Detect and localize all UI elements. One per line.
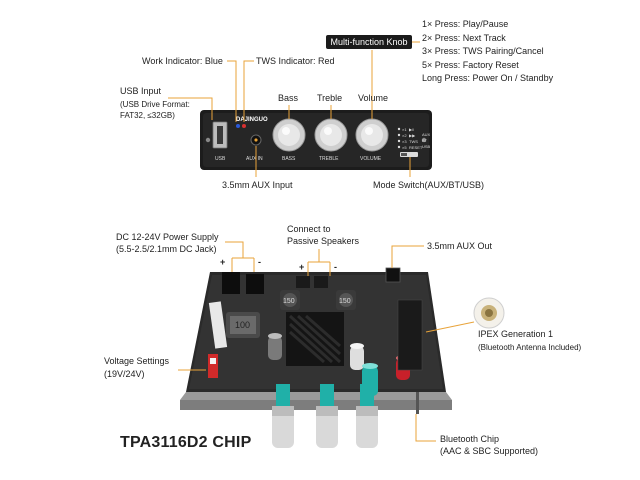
- power-supply-label: DC 12-24V Power Supply: [116, 232, 219, 242]
- front-panel: [200, 110, 432, 170]
- aux-out-label: 3.5mm AUX Out: [427, 241, 493, 251]
- ipex-sub: (Bluetooth Antenna Included): [478, 343, 582, 352]
- panel-treble-label: TREBLE: [319, 156, 339, 162]
- capacitor-white: [350, 343, 364, 370]
- board-knob-bass: [272, 384, 294, 448]
- voltage-settings-label: Voltage Settings: [104, 356, 170, 366]
- aux-out-jack: [385, 267, 401, 283]
- usb-format-line2: FAT32, ≤32GB): [120, 111, 175, 120]
- mode-switch-label: Mode Switch(AUX/BT/USB): [373, 180, 485, 190]
- panel-press-1: ×1: [402, 127, 407, 132]
- panel-press-label-4: RESET: [409, 145, 423, 150]
- inductor-label-b: 150: [339, 298, 351, 305]
- panel-bass-label: BASS: [282, 156, 296, 162]
- voltage-selector: [208, 354, 218, 378]
- ipex-label: IPEX Generation 1: [478, 329, 554, 339]
- panel-usb-switch: USB: [422, 144, 431, 149]
- press-action-item: Long Press: Power On / Standby: [422, 73, 554, 83]
- speaker-terminal-left: [296, 276, 310, 288]
- speaker-terminal-right: [314, 276, 328, 288]
- speaker-plus: +: [299, 262, 305, 272]
- speakers-sub: Passive Speakers: [287, 236, 360, 246]
- amplifier-board: [180, 267, 452, 448]
- board-knob-treble: [316, 384, 338, 448]
- panel-press-label-1: ▶‖: [409, 127, 414, 132]
- board-knob-volume: [356, 384, 378, 448]
- treble-knob: [314, 118, 348, 152]
- volume-label: Volume: [358, 93, 389, 103]
- bluetooth-module: [397, 299, 423, 371]
- panel-aux-label: AUX IN: [246, 156, 263, 162]
- bass-knob: [272, 118, 306, 152]
- treble-label: Treble: [317, 93, 343, 103]
- bluetooth-chip-label: Bluetooth Chip: [440, 434, 500, 444]
- voltage-settings-sub: (19V/24V): [104, 369, 145, 379]
- power-supply-sub: (5.5-2.5/2.1mm DC Jack): [116, 244, 217, 254]
- speaker-minus: -: [334, 262, 337, 272]
- press-action-item: 1× Press: Play/Pause: [422, 19, 509, 29]
- panel-press-label-2: ▶▶: [409, 133, 416, 138]
- usb-format-line1: (USB Drive Format:: [120, 100, 190, 109]
- panel-press-3: ×3: [402, 139, 407, 144]
- inductor-150-b: [336, 290, 356, 310]
- tws-indicator-label: TWS Indicator: Red: [256, 56, 335, 66]
- dc-jack: [222, 272, 240, 294]
- work-indicator-led: [236, 124, 240, 128]
- panel-press-label-3: TWS: [409, 139, 418, 144]
- chip-title: TPA3116D2 CHIP: [120, 434, 252, 451]
- panel-press-2: ×2: [402, 133, 407, 138]
- panel-press-5: ×5: [402, 145, 407, 150]
- inductor-label-big: 100: [235, 320, 250, 330]
- capacitor-grey: [268, 333, 282, 360]
- top-leader-lines: [168, 41, 420, 177]
- inductor-150-a: [280, 290, 300, 310]
- inductor-100: [226, 312, 260, 338]
- usb-input-label: USB Input: [120, 86, 162, 96]
- panel-usb-label: USB: [215, 156, 226, 162]
- panel-bt-switch: BT: [422, 138, 428, 143]
- press-action-item: 3× Press: TWS Pairing/Cancel: [422, 46, 544, 56]
- multi-function-knob-badge: Multi-function Knob: [326, 35, 412, 49]
- aux-input-label: 3.5mm AUX Input: [222, 180, 293, 190]
- ipex-antenna-inset: [473, 297, 505, 329]
- heatsink: [286, 312, 344, 366]
- press-action-item: 2× Press: Next Track: [422, 32, 506, 43]
- bass-label: Bass: [278, 93, 299, 103]
- press-action-item: 5× Press: Factory Reset: [422, 59, 519, 70]
- volume-knob: [355, 118, 389, 152]
- panel-volume-label: VOLUME: [360, 156, 382, 162]
- press-action-list: 1× Press: Play/Pause 2× Press: Next Trac…: [422, 18, 553, 86]
- bottom-leader-lines: [178, 241, 475, 442]
- inductor-label-a: 150: [283, 298, 295, 305]
- work-indicator-label: Work Indicator: Blue: [142, 56, 223, 66]
- power-minus: -: [258, 257, 261, 267]
- speakers-label: Connect to: [287, 224, 331, 234]
- panel-brand: DAJINGUO: [236, 117, 268, 123]
- power-plus: +: [220, 257, 226, 267]
- tws-indicator-led: [242, 124, 246, 128]
- bluetooth-chip-sub: (AAC & SBC Supported): [440, 446, 539, 456]
- panel-aux-switch: AUX: [422, 132, 431, 137]
